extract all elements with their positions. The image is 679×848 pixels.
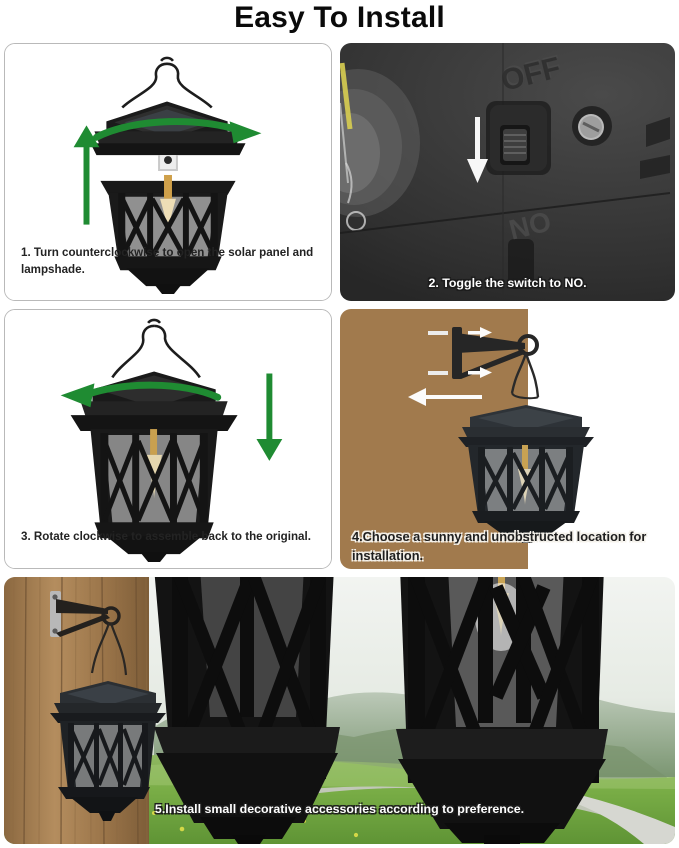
step-5-caption: 5.Install small decorative accessories a… <box>154 802 525 816</box>
foreground-lantern-right <box>396 577 608 844</box>
exploded-lantern-illustration <box>5 44 331 300</box>
step-2-caption: 2. Toggle the switch to NO. <box>428 276 587 290</box>
bracket-mount-illustration <box>408 327 594 543</box>
step-panel-4: 4.Choose a sunny and unobstructed locati… <box>340 309 675 569</box>
white-mount-arrow <box>408 388 482 406</box>
svg-text:OFF: OFF <box>498 51 564 98</box>
white-screw-arrows <box>468 327 492 378</box>
green-rotate-arrow <box>60 381 222 408</box>
assembled-lantern-illustration <box>5 310 331 568</box>
step-panel-5: 5.Install small decorative accessories a… <box>4 577 675 844</box>
green-rotate-arrow <box>92 118 262 144</box>
step-panel-2: OFF OFF ON 2. Toggle the switch to NO. <box>340 43 675 301</box>
step-3-caption: 3. Rotate clockwise to assemble back to … <box>21 530 311 543</box>
step-panel-1: 1. Turn counterclockwise to open the sol… <box>4 43 332 301</box>
green-down-arrow <box>256 373 283 461</box>
step-panel-3: 3. Rotate clockwise to assemble back to … <box>4 309 332 569</box>
switch-detail-illustration: OFF OFF ON <box>340 43 671 301</box>
page-title: Easy To Install <box>234 1 445 34</box>
step-4-caption: 4.Choose a sunny and unobstructed locati… <box>352 529 647 564</box>
green-up-arrow <box>73 125 100 225</box>
foreground-lantern-left <box>154 577 340 844</box>
white-down-arrow <box>467 117 488 183</box>
step-1-caption: 1. Turn counterclockwise to open the sol… <box>21 246 314 277</box>
installed-lantern-scene <box>4 577 675 844</box>
